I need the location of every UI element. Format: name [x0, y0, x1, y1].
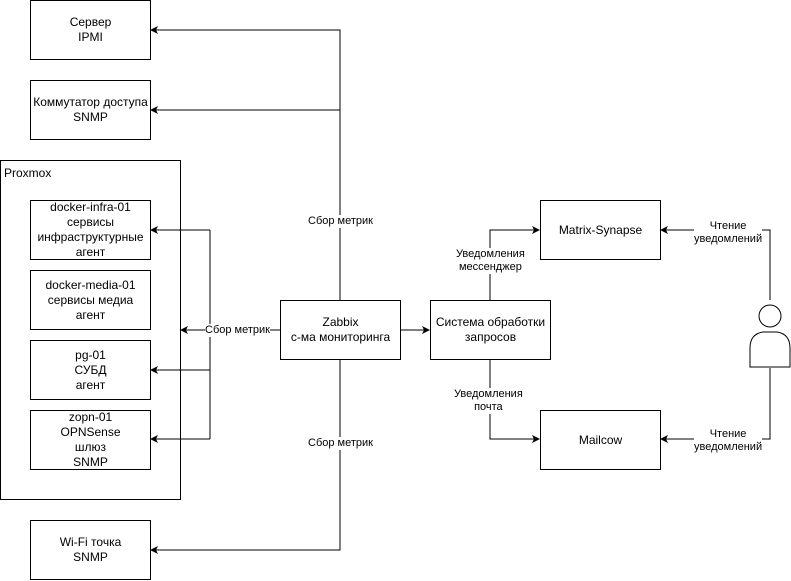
text-line: docker-media-01	[45, 277, 136, 292]
text-line: Zabbix	[322, 315, 359, 329]
text-line: агент	[75, 377, 106, 392]
text-line: SNMP	[73, 110, 108, 124]
edge-label-metrics-top: Сбор метрик	[308, 215, 373, 228]
text-line: мессенджер	[458, 261, 522, 273]
text-line: pg-01	[75, 347, 106, 362]
text-line: уведомлений	[694, 233, 763, 245]
text-line: с-ма мониторинга	[290, 330, 391, 344]
proxmox-container[interactable]: Proxmox	[0, 160, 181, 500]
edge-requests-matrix	[489, 226, 540, 300]
text-line: Коммутатор доступа	[33, 95, 148, 109]
text-line: Сбор метрик	[308, 215, 373, 227]
text-line: Чтение	[709, 220, 747, 232]
text-line: почта	[474, 401, 503, 413]
edge-label-metrics-bottom: Сбор метрик	[308, 437, 373, 450]
edge-label-metrics-left: Сбор метрик	[205, 324, 270, 337]
proxmox-title: Proxmox	[4, 166, 52, 180]
text-line: Сервер	[69, 15, 112, 29]
text-line: Уведомления	[456, 248, 525, 260]
text-line: OPNSense	[60, 425, 121, 439]
text-line: Matrix-Synapse	[558, 222, 643, 237]
text-line: сервисы медиа	[47, 292, 134, 307]
text-line: Система обработки	[435, 315, 546, 329]
node-mailcow[interactable]: Mailcow	[540, 410, 661, 470]
text-line: docker-infra-01	[50, 200, 131, 214]
user-icon[interactable]	[749, 300, 791, 370]
node-matrix-synapse[interactable]: Matrix-Synapse	[540, 200, 661, 260]
text-line: IPMI	[78, 30, 103, 44]
text-line: zopn-01	[68, 410, 113, 424]
edge-zabbix-wifi	[150, 360, 341, 554]
text-line: уведомлений	[694, 441, 763, 453]
text-line: Mailcow	[578, 432, 623, 447]
edge-zabbix-ipmi	[150, 26, 341, 300]
text-line: Уведомления	[454, 388, 523, 400]
edge-requests-mailcow	[489, 360, 540, 443]
text-line: сервисы	[66, 215, 115, 229]
text-line: SNMP	[73, 550, 108, 564]
text-line: Wi-Fi точка	[59, 535, 122, 549]
text-line: Сбор метрик	[205, 324, 270, 336]
text-line: агент	[75, 245, 106, 259]
text-line: Сбор метрик	[308, 437, 373, 449]
text-line: Чтение	[709, 428, 747, 440]
text-line: SNMP	[73, 455, 108, 469]
text-line: инфраструктурные	[37, 230, 144, 244]
text-line: шлюз	[74, 440, 107, 454]
text-line: СУБД	[74, 362, 107, 377]
text-line: запросов	[464, 330, 517, 344]
text-line: агент	[75, 307, 106, 322]
